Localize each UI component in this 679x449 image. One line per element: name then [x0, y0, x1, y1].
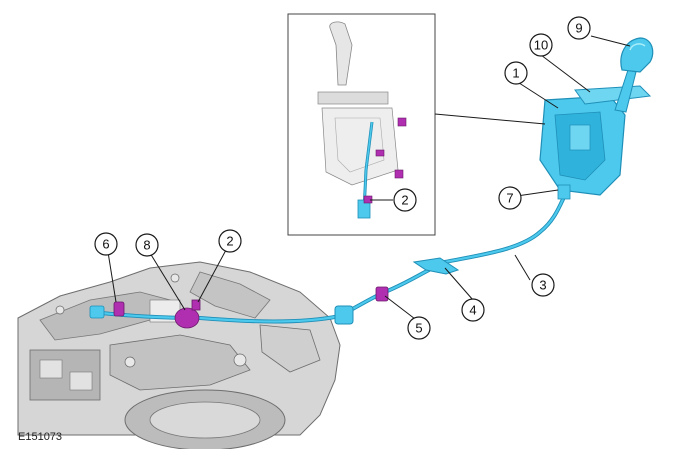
inset-connector-line [434, 113, 546, 125]
gear-selector-assembly [539, 37, 654, 200]
svg-text:2: 2 [226, 234, 233, 249]
callout-6: 6 [94, 232, 118, 256]
transmission-housing [17, 261, 341, 449]
svg-text:8: 8 [143, 238, 150, 253]
svg-text:2: 2 [401, 193, 408, 208]
svg-text:7: 7 [506, 191, 513, 206]
callout-2-main: 2 [218, 229, 242, 253]
svg-text:1: 1 [512, 66, 519, 81]
svg-text:3: 3 [539, 278, 546, 293]
callout-5: 5 [407, 316, 431, 340]
svg-text:10: 10 [534, 38, 548, 53]
callout-leaders [107, 35, 631, 323]
callout-10: 10 [529, 33, 553, 57]
cable-clips [89, 286, 389, 329]
callout-9: 9 [567, 16, 591, 40]
callout-2-inset: 2 [393, 188, 417, 212]
callout-8: 8 [135, 233, 159, 257]
callout-4: 4 [461, 298, 485, 322]
svg-text:5: 5 [415, 321, 422, 336]
figure-id: E151073 [18, 431, 62, 443]
svg-text:4: 4 [469, 303, 476, 318]
callout-7: 7 [498, 186, 522, 210]
svg-text:6: 6 [102, 237, 109, 252]
svg-text:9: 9 [575, 21, 582, 36]
callout-3: 3 [531, 273, 555, 297]
callout-1: 1 [504, 61, 528, 85]
